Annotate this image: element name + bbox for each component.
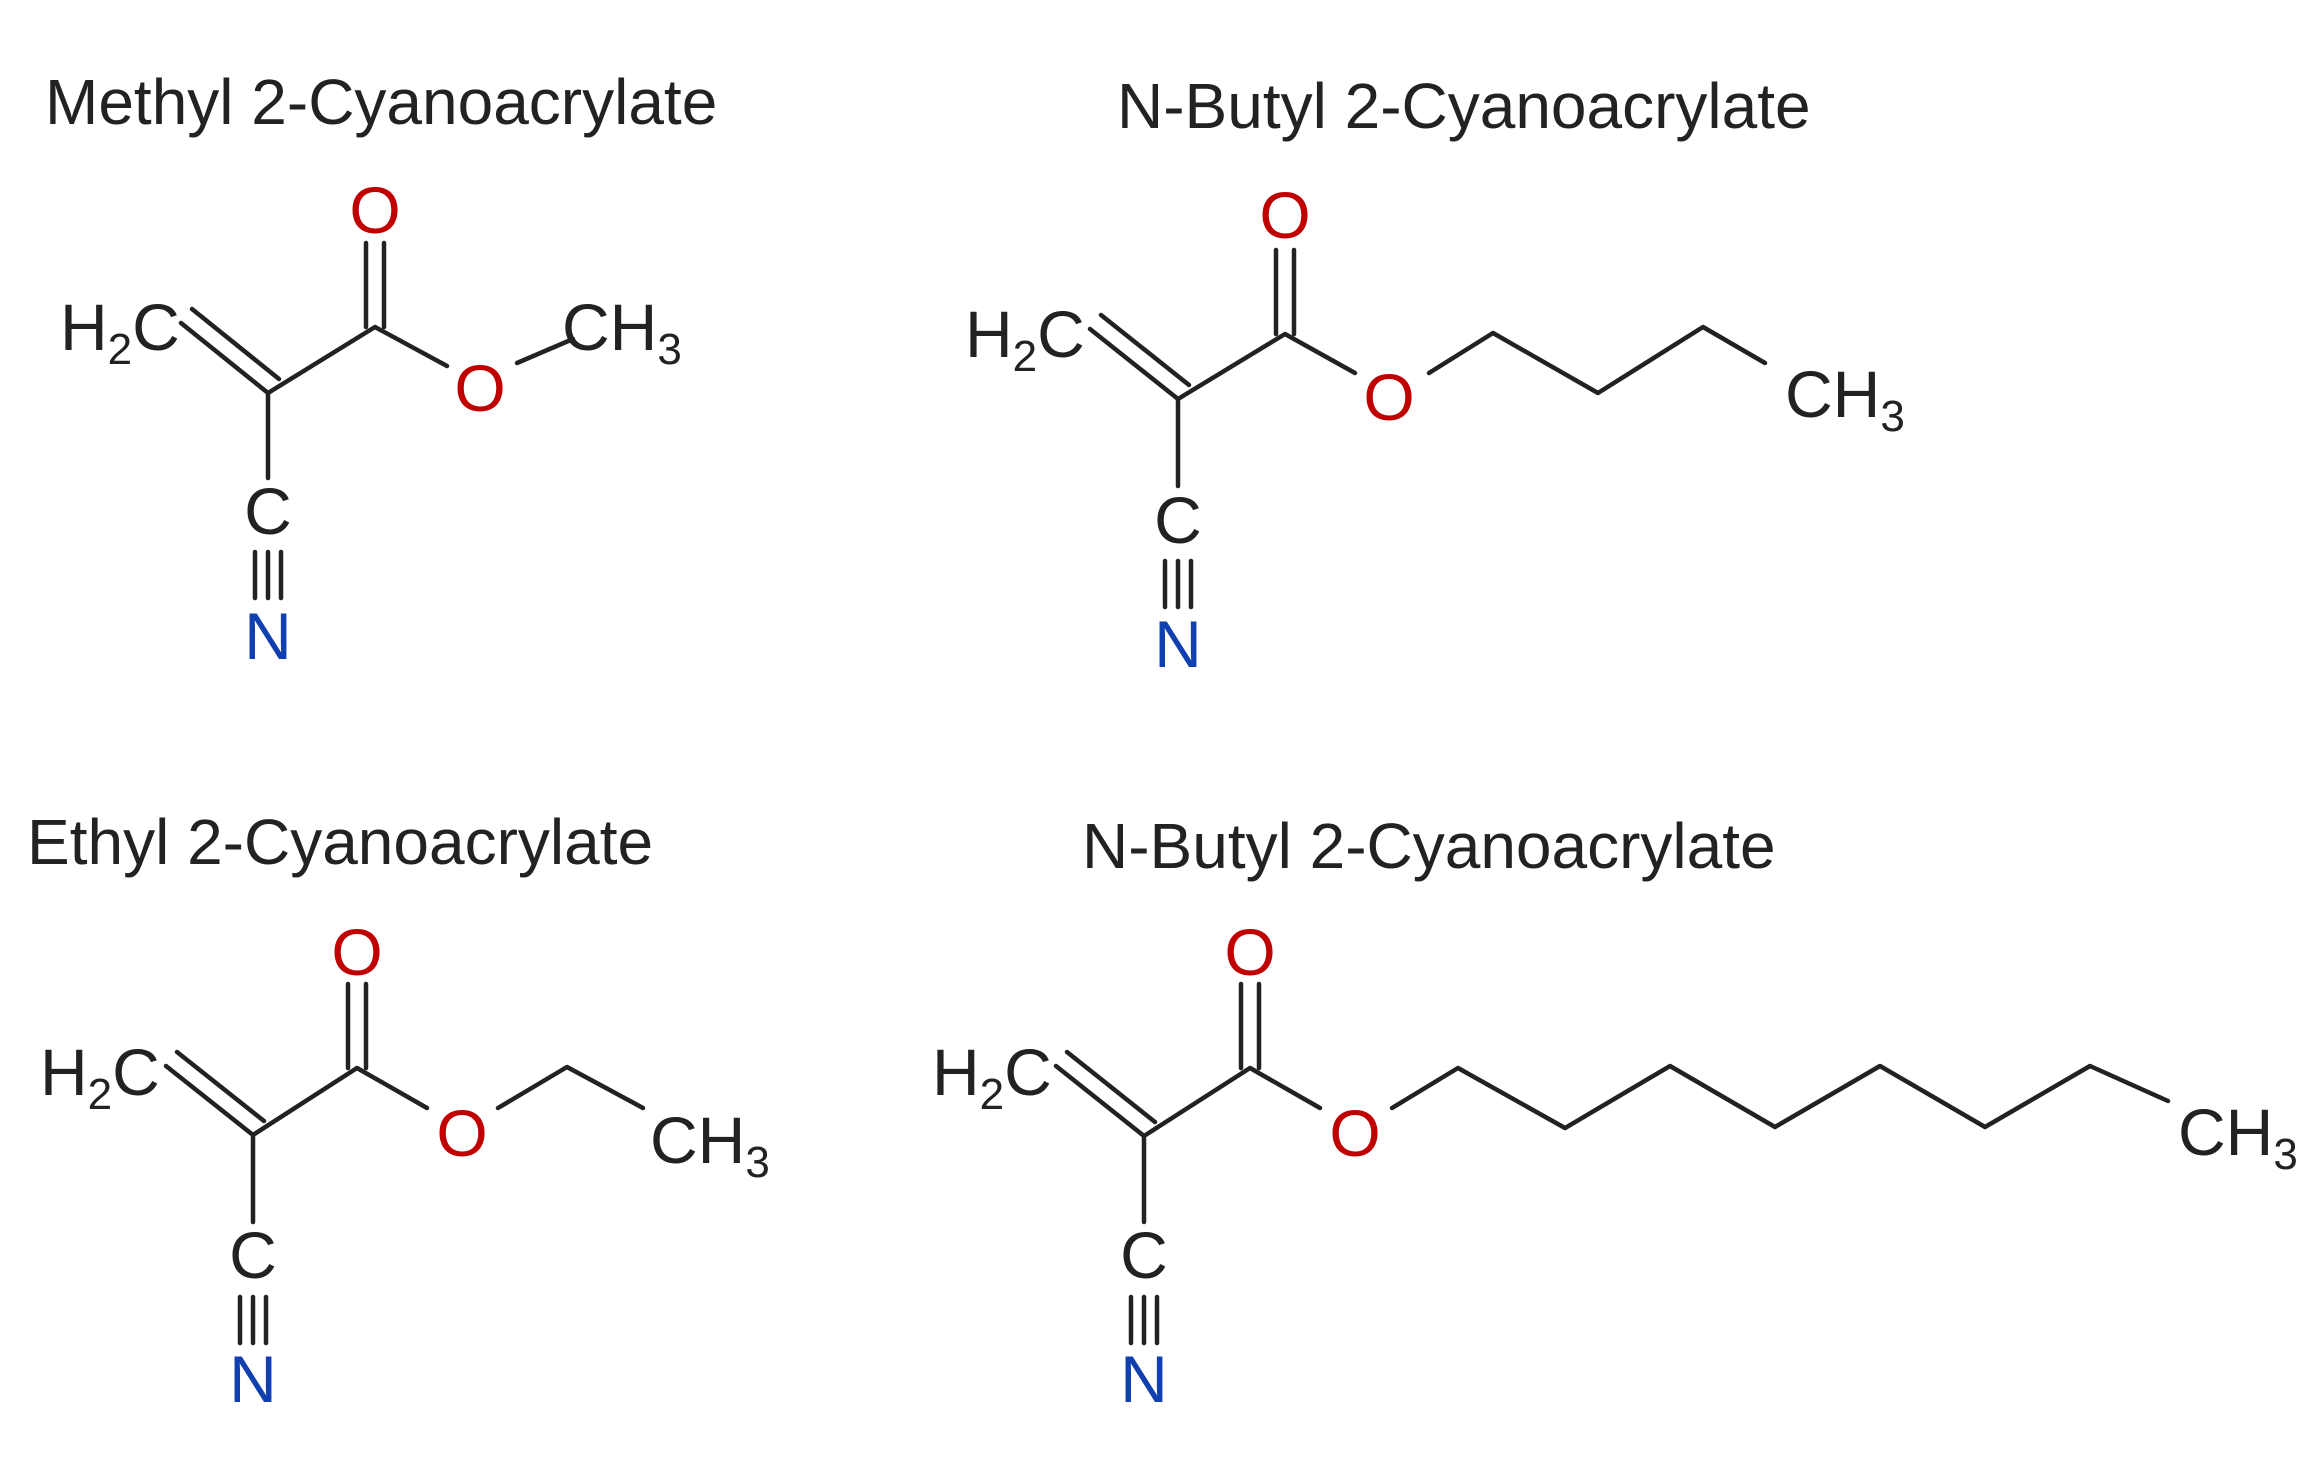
subscript: 3 — [2273, 1130, 2297, 1179]
hydrogen-label: H — [60, 290, 108, 364]
alkyl-chain — [1426, 324, 1768, 396]
alkyl-chain — [495, 1064, 646, 1111]
double-bond-line — [1053, 1063, 1147, 1139]
methylene-group: H2C — [60, 290, 180, 374]
carbon-label: C — [112, 1035, 160, 1109]
methylene-group: H2C — [932, 1035, 1052, 1119]
subscript: 2 — [108, 325, 132, 374]
terminal-label: CH — [1785, 357, 1880, 431]
ester-oxygen: O — [454, 351, 505, 425]
backbone-bond — [250, 1065, 430, 1138]
molecule-ethyl: Ethyl 2-Cyanoacrylate H2C O O C N CH3 — [27, 806, 770, 1416]
hydrogen-label: H — [40, 1035, 88, 1109]
carbonyl-oxygen: O — [1259, 178, 1310, 252]
molecule-methyl: Methyl 2-Cyanoacrylate H2C O O C N CH3 — [45, 66, 717, 673]
terminal-methyl: CH3 — [650, 1103, 770, 1187]
terminal-label: CH — [562, 290, 657, 364]
nitrile-carbon: C — [1120, 1218, 1168, 1292]
hydrogen-label: H — [965, 297, 1013, 371]
backbone-bond — [1175, 331, 1358, 402]
terminal-label: CH — [650, 1103, 745, 1177]
subscript: 2 — [1013, 332, 1037, 381]
subscript: 2 — [88, 1070, 112, 1119]
double-bond-line — [163, 1063, 256, 1138]
molecule-n-butyl-bottom: N-Butyl 2-Cyanoacrylate H2C O O C N CH3 — [932, 810, 2298, 1416]
molecule-n-butyl-top: N-Butyl 2-Cyanoacrylate H2C O O C N CH3 — [965, 70, 1905, 681]
methylene-group: H2C — [40, 1035, 160, 1119]
backbone-bond — [1141, 1065, 1323, 1139]
terminal-methyl: CH3 — [1785, 357, 1905, 441]
double-bond-line — [1087, 326, 1181, 402]
double-bond-line — [189, 306, 282, 382]
carbon-label: C — [132, 290, 180, 364]
subscript: 3 — [745, 1138, 769, 1187]
backbone-bond — [265, 324, 450, 396]
carbonyl-oxygen: O — [349, 173, 400, 247]
carbon-label: C — [1037, 297, 1085, 371]
double-bond-line — [1064, 1049, 1158, 1125]
nitrile-carbon: C — [1154, 483, 1202, 557]
molecule-title: Methyl 2-Cyanoacrylate — [45, 66, 717, 138]
terminal-methyl: CH3 — [562, 290, 682, 374]
molecule-title: N-Butyl 2-Cyanoacrylate — [1082, 810, 1776, 882]
carbon-label: C — [1004, 1035, 1052, 1109]
nitrile-nitrogen: N — [1120, 1342, 1168, 1416]
methylene-group: H2C — [965, 297, 1085, 381]
nitrile-carbon: C — [229, 1218, 277, 1292]
nitrile-nitrogen: N — [1154, 607, 1202, 681]
ester-oxygen: O — [436, 1096, 487, 1170]
terminal-label: CH — [2178, 1095, 2273, 1169]
ester-oxygen: O — [1329, 1096, 1380, 1170]
double-bond-line — [178, 320, 271, 396]
double-bond-line — [1098, 312, 1192, 388]
molecule-title: Ethyl 2-Cyanoacrylate — [27, 806, 653, 878]
subscript: 2 — [980, 1070, 1004, 1119]
alkyl-chain — [1389, 1063, 2171, 1131]
carbonyl-oxygen: O — [1224, 915, 1275, 989]
molecule-title: N-Butyl 2-Cyanoacrylate — [1117, 70, 1811, 142]
subscript: 3 — [657, 325, 681, 374]
nitrile-carbon: C — [244, 474, 292, 548]
double-bond-line — [174, 1049, 267, 1124]
terminal-methyl: CH3 — [2178, 1095, 2298, 1179]
subscript: 3 — [1880, 392, 1904, 441]
carbonyl-oxygen: O — [331, 915, 382, 989]
ester-methyl-bond — [514, 336, 576, 366]
hydrogen-label: H — [932, 1035, 980, 1109]
nitrile-nitrogen: N — [244, 599, 292, 673]
ester-oxygen: O — [1363, 360, 1414, 434]
nitrile-nitrogen: N — [229, 1342, 277, 1416]
